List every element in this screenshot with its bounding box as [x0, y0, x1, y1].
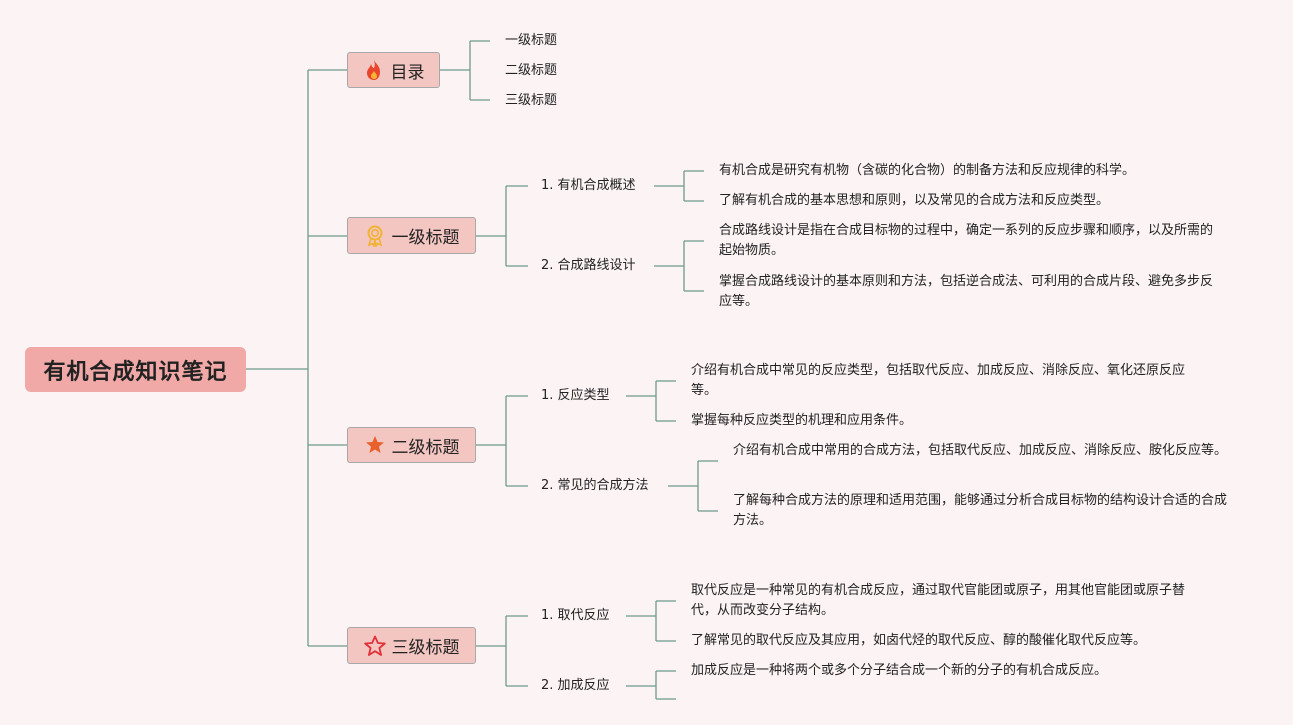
root-topic[interactable]: 有机合成知识笔记: [25, 347, 246, 392]
note-text: 了解常见的取代反应及其应用，如卤代烃的取代反应、醇的酸催化取代反应等。: [691, 633, 1147, 648]
subtopic-label[interactable]: 1. 取代反应: [541, 608, 610, 623]
note-text: 合成路线设计是指在合成目标物的过程中，确定一系列的反应步骤和顺序，以及所需的起始…: [719, 223, 1214, 258]
toc-item[interactable]: 三级标题: [505, 93, 558, 108]
note-text: 掌握每种反应类型的机理和应用条件。: [691, 413, 913, 428]
note-text: 掌握合成路线设计的基本原则和方法，包括逆合成法、可利用的合成片段、避免多步反应等…: [719, 274, 1214, 309]
fire-icon: [363, 59, 385, 81]
subtopic-label[interactable]: 1. 有机合成概述: [541, 178, 636, 193]
branch-label: 目录: [390, 62, 425, 83]
star-filled-icon: [364, 434, 386, 456]
toc-item[interactable]: 一级标题: [505, 33, 558, 48]
subtopic-label[interactable]: 1. 反应类型: [541, 388, 610, 403]
branch-label: 二级标题: [391, 437, 460, 458]
toc-item[interactable]: 二级标题: [505, 63, 558, 78]
note-text: 介绍有机合成中常见的反应类型，包括取代反应、加成反应、消除反应、氧化还原反应等。: [691, 363, 1186, 398]
note-text: 有机合成是研究有机物（含碳的化合物）的制备方法和反应规律的科学。: [719, 163, 1136, 178]
branch-toc[interactable]: 目录: [347, 52, 440, 88]
subtopic-label[interactable]: 2. 合成路线设计: [541, 258, 636, 273]
subtopic-label[interactable]: 2. 常见的合成方法: [541, 478, 649, 493]
subtopic-label[interactable]: 2. 加成反应: [541, 678, 610, 693]
branch-level-1[interactable]: 一级标题: [347, 217, 476, 254]
star-outline-icon: [363, 635, 386, 657]
note-text: 介绍有机合成中常用的合成方法，包括取代反应、加成反应、消除反应、胺化反应等。: [733, 443, 1228, 458]
branch-label: 三级标题: [391, 638, 460, 658]
branch-label: 一级标题: [391, 228, 460, 248]
note-text: 了解每种合成方法的原理和适用范围，能够通过分析合成目标物的结构设计合适的合成方法…: [733, 493, 1228, 528]
note-text: 加成反应是一种将两个或多个分子结合成一个新的分子的有机合成反应。: [691, 663, 1108, 678]
branch-level-2[interactable]: 二级标题: [347, 427, 476, 463]
branch-level-3[interactable]: 三级标题: [347, 627, 476, 664]
award-ribbon-icon: [364, 225, 386, 247]
root-title: 有机合成知识笔记: [43, 359, 228, 385]
note-text: 取代反应是一种常见的有机合成反应，通过取代官能团或原子，用其他官能团或原子替代，…: [691, 583, 1186, 618]
note-text: 了解有机合成的基本思想和原则，以及常见的合成方法和反应类型。: [719, 193, 1110, 208]
